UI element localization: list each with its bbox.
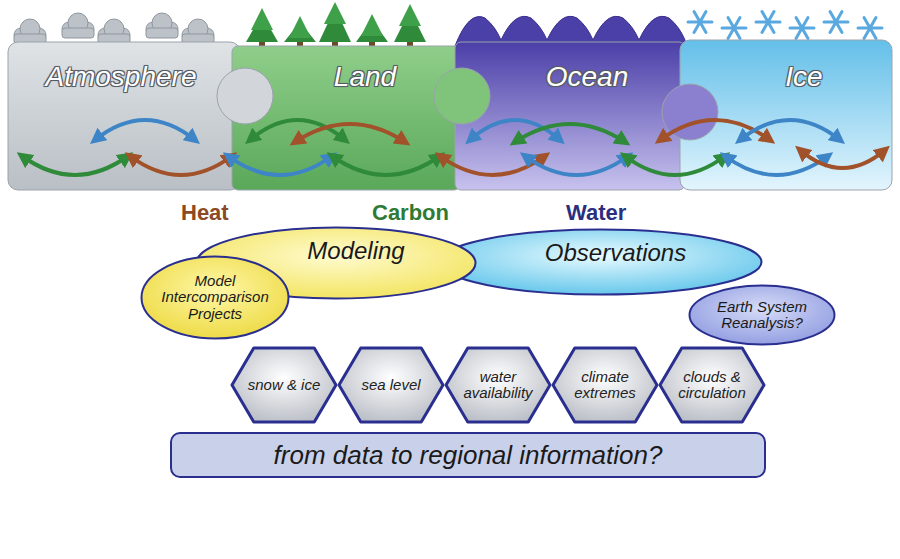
exchange-arrow bbox=[525, 156, 628, 175]
topic-hexagon: climate extremes bbox=[551, 346, 659, 424]
cloud-icon bbox=[146, 13, 178, 38]
component-panels bbox=[8, 40, 892, 190]
tree-icon bbox=[246, 8, 278, 48]
exchange-arrow bbox=[515, 124, 625, 142]
component-name: Atmosphere bbox=[46, 62, 197, 93]
snowflake-icon bbox=[722, 18, 746, 39]
snowflake-icon bbox=[824, 12, 848, 33]
topic-label: snow & ice bbox=[248, 377, 321, 394]
topic-label: sea level bbox=[361, 377, 420, 394]
cloud-icon bbox=[62, 13, 94, 38]
component-name: Ice bbox=[785, 62, 822, 93]
topic-label: water availability bbox=[458, 369, 538, 402]
component-panel: Ocean bbox=[492, 55, 682, 99]
component-panel: Land bbox=[275, 55, 455, 99]
ocean-panel bbox=[455, 42, 685, 190]
tree-icon bbox=[394, 4, 426, 48]
component-panel: Ice bbox=[720, 55, 888, 99]
ellipse-bubble: Model Intercomparison Projects bbox=[140, 255, 290, 340]
cycle-label: Carbon bbox=[372, 200, 449, 226]
component-name: Land bbox=[334, 62, 396, 93]
exchange-arrow bbox=[740, 120, 840, 140]
topic-label: climate extremes bbox=[567, 369, 643, 402]
topic-hexagon: sea level bbox=[337, 346, 445, 424]
tree-icon bbox=[356, 14, 388, 48]
exchange-arrow bbox=[470, 120, 560, 140]
exchange-arrow bbox=[800, 150, 885, 168]
question-box: from data to regional information? bbox=[170, 432, 766, 478]
cycle-label: Water bbox=[566, 200, 626, 226]
node-label: Modeling bbox=[307, 238, 404, 264]
exchange-arrows bbox=[22, 120, 885, 175]
component-name: Ocean bbox=[546, 62, 629, 93]
exchange-arrow bbox=[295, 124, 405, 142]
topic-label: clouds & circulation bbox=[672, 369, 752, 402]
exchange-arrow bbox=[625, 156, 725, 175]
snowflake-icon bbox=[688, 12, 712, 33]
topic-hexagon: clouds & circulation bbox=[658, 346, 766, 424]
land-bulge bbox=[434, 68, 490, 124]
ellipse-bubble: Observations bbox=[438, 228, 763, 296]
ellipse-bubble: Earth System Reanalysis? bbox=[688, 284, 836, 346]
snowflake-icon bbox=[790, 18, 814, 39]
node-label: Model Intercomparison Projects bbox=[155, 273, 275, 323]
cloud-icon bbox=[98, 19, 130, 44]
atmosphere-panel bbox=[8, 42, 240, 190]
topic-hexagon: water availability bbox=[444, 346, 552, 424]
node-label: Earth System Reanalysis? bbox=[706, 299, 818, 332]
exchange-arrow bbox=[22, 156, 128, 175]
land-panel bbox=[232, 46, 460, 190]
node-label: Observations bbox=[545, 240, 686, 266]
exchange-arrow bbox=[332, 156, 440, 175]
exchange-arrow bbox=[228, 156, 332, 175]
component-panel: Atmosphere bbox=[10, 55, 232, 99]
tree-icon bbox=[284, 16, 316, 48]
exchange-arrow bbox=[130, 156, 232, 175]
cycle-label: Heat bbox=[181, 200, 229, 226]
cloud-icon bbox=[182, 19, 214, 44]
tree-icon bbox=[319, 2, 351, 48]
atmosphere-bulge bbox=[217, 68, 273, 124]
exchange-arrow bbox=[95, 120, 195, 140]
exchange-arrow bbox=[250, 120, 345, 140]
snowflake-icon bbox=[756, 12, 780, 33]
snowflake-icon bbox=[858, 18, 882, 39]
node-label: from data to regional information? bbox=[274, 441, 663, 470]
cloud-icon bbox=[14, 19, 46, 44]
topic-hexagon: snow & ice bbox=[230, 346, 338, 424]
